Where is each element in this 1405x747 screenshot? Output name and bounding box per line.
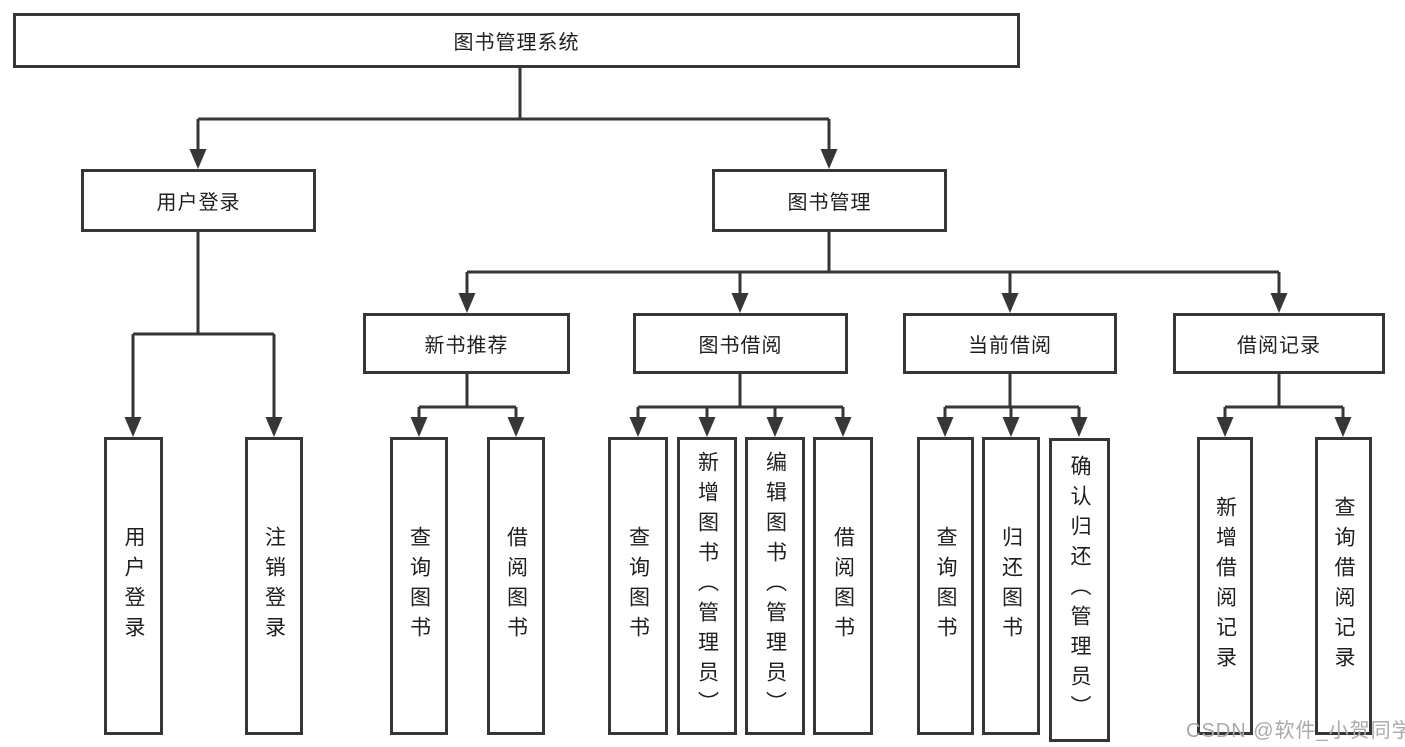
- leaf-label: 查询图书: [626, 526, 650, 646]
- leaf-borrow-books-recommend: 借阅图书: [487, 437, 545, 735]
- leaf-edit-books-admin: 编辑图书（管理员）: [745, 437, 805, 735]
- leaf-label: 确认归还（管理员）: [1068, 455, 1091, 725]
- leaf-add-books-admin: 新增图书（管理员）: [677, 437, 737, 735]
- leaf-label: 借阅图书: [504, 526, 528, 646]
- leaf-label: 注销登录: [262, 526, 286, 646]
- leaf-label: 编辑图书（管理员）: [763, 451, 787, 721]
- node-new-book-recommend: 新书推荐: [363, 313, 570, 374]
- leaf-confirm-return-admin: 确认归还（管理员）: [1049, 438, 1110, 742]
- node-user-login: 用户登录: [81, 169, 316, 232]
- node-label: 新书推荐: [424, 335, 509, 357]
- leaf-label: 归还图书: [999, 526, 1023, 646]
- leaf-label: 查询借阅记录: [1332, 496, 1355, 676]
- leaf-user-login: 用户登录: [104, 437, 163, 735]
- node-book-borrow: 图书借阅: [633, 313, 848, 374]
- node-root-system: 图书管理系统: [13, 13, 1020, 68]
- node-label: 图书借阅: [698, 335, 783, 357]
- leaf-query-books-recommend: 查询图书: [390, 437, 448, 735]
- leaf-label: 新增图书（管理员）: [695, 451, 719, 721]
- node-label: 用户登录: [156, 192, 241, 214]
- leaf-label: 查询图书: [934, 526, 957, 646]
- leaf-label: 新增借阅记录: [1213, 496, 1237, 676]
- leaf-label: 用户登录: [122, 526, 145, 646]
- node-label: 图书管理系统: [453, 32, 580, 54]
- node-label: 借阅记录: [1237, 335, 1321, 357]
- leaf-label: 查询图书: [407, 526, 431, 646]
- leaf-label: 借阅图书: [831, 526, 855, 646]
- leaf-return-books: 归还图书: [982, 437, 1040, 735]
- csdn-watermark: CSDN @软件_小贺同学: [1186, 720, 1405, 742]
- node-book-management: 图书管理: [712, 169, 947, 232]
- node-borrow-records: 借阅记录: [1173, 313, 1385, 374]
- leaf-query-books-current: 查询图书: [917, 437, 974, 735]
- node-label: 当前借阅: [968, 335, 1052, 357]
- leaf-borrow-books: 借阅图书: [813, 437, 873, 735]
- leaf-logout: 注销登录: [245, 437, 303, 735]
- node-label: 图书管理: [787, 192, 872, 214]
- leaf-query-borrow-record: 查询借阅记录: [1315, 437, 1372, 735]
- leaf-add-borrow-record: 新增借阅记录: [1197, 437, 1253, 735]
- node-current-borrow: 当前借阅: [903, 313, 1117, 374]
- leaf-query-books-borrow: 查询图书: [608, 437, 668, 735]
